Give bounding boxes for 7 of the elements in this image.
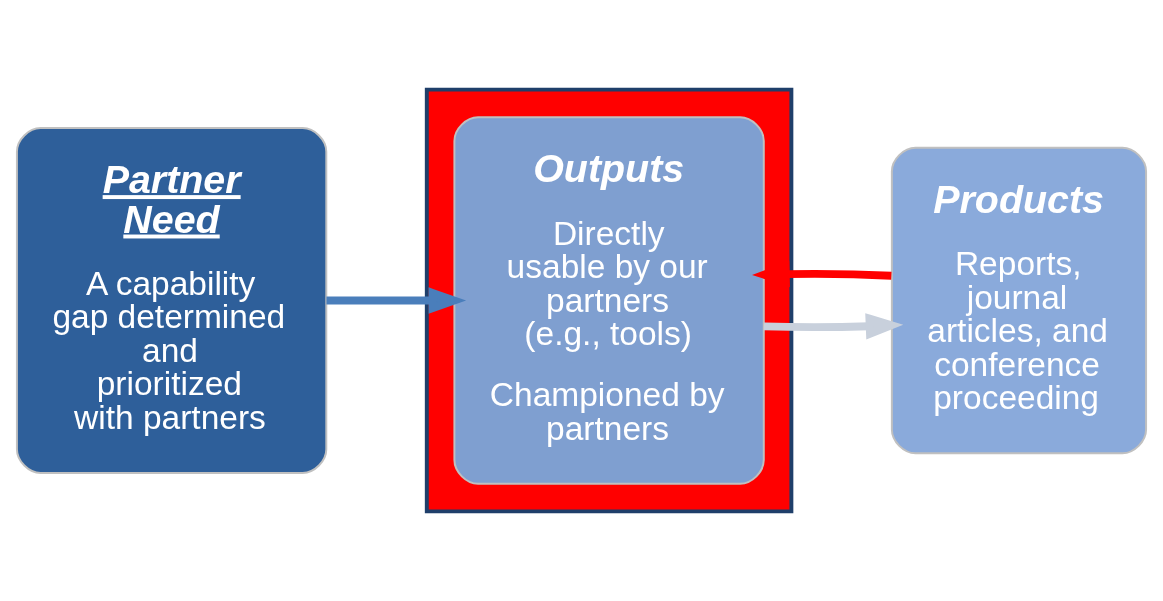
arrow: [763, 313, 904, 340]
node-box: Products Reports, journal articles, and conference proceeding: [890, 146, 1148, 455]
arrow: [752, 260, 892, 288]
arrow: [326, 287, 467, 314]
node-box: Outputs Directly usable by our partners (e.g., tools) Championed by partners: [453, 116, 765, 485]
cluster: [424, 87, 794, 514]
node-box: Partner Need A capability gap determined and prioritized with partners: [15, 127, 328, 474]
